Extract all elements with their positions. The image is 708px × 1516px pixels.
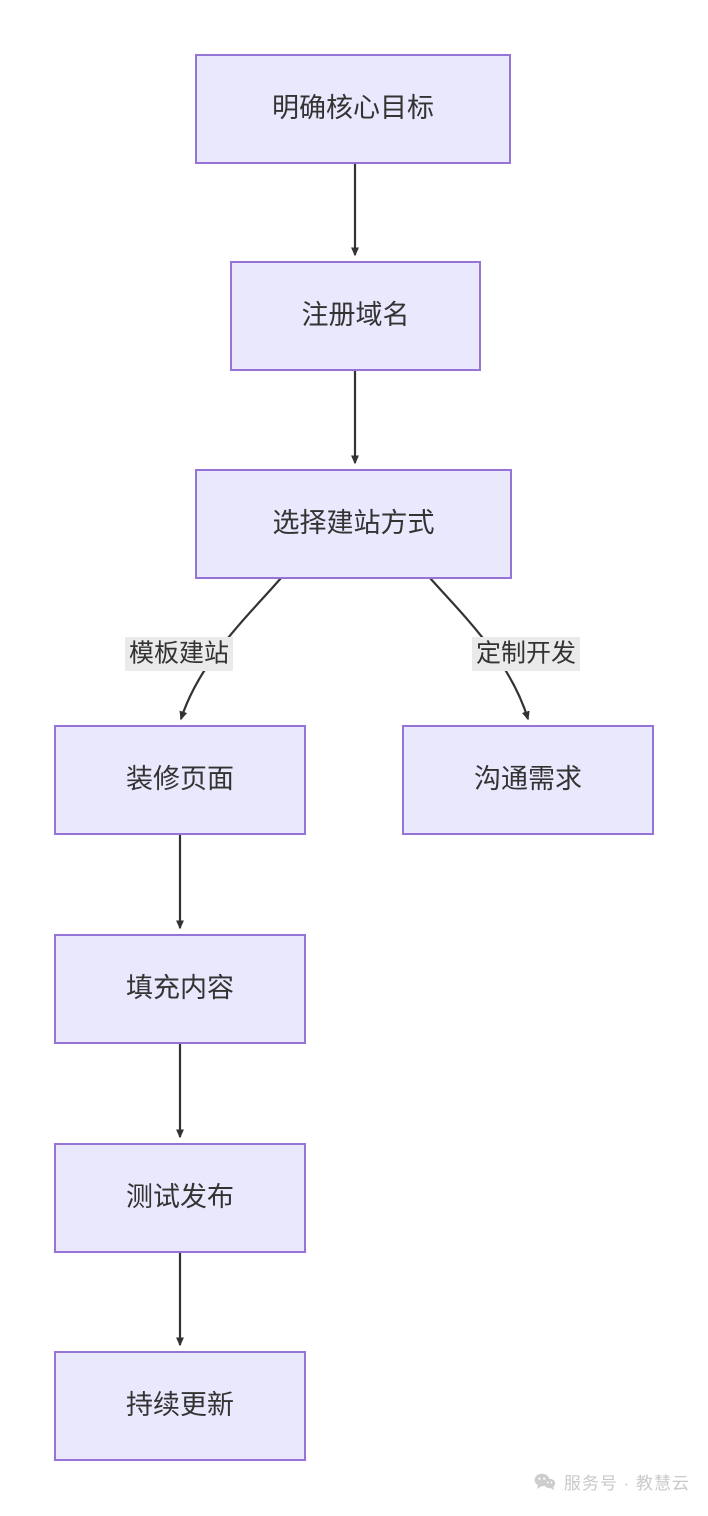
node-n3[interactable]: 选择建站方式 — [195, 469, 512, 579]
node-n5[interactable]: 沟通需求 — [402, 725, 654, 835]
watermark-text: 服务号 · 教慧云 — [563, 1474, 690, 1493]
edge-label-e4: 定制开发 — [472, 637, 580, 671]
node-box — [54, 1351, 306, 1461]
node-box — [195, 54, 511, 164]
node-n4[interactable]: 装修页面 — [54, 725, 306, 835]
node-box — [195, 469, 512, 579]
node-box — [54, 1143, 306, 1253]
edge-label-background — [472, 637, 580, 671]
edge-label-text: 模板建站 — [129, 640, 229, 668]
node-label: 测试发布 — [126, 1182, 234, 1212]
edge-label-text: 定制开发 — [476, 640, 576, 668]
node-box — [402, 725, 654, 835]
node-n6[interactable]: 填充内容 — [54, 934, 306, 1044]
node-box — [54, 725, 306, 835]
node-label: 选择建站方式 — [273, 508, 435, 538]
node-box — [230, 261, 481, 371]
node-label: 注册域名 — [302, 300, 410, 330]
node-label: 沟通需求 — [474, 764, 582, 794]
node-n2[interactable]: 注册域名 — [230, 261, 481, 371]
edge-label-e3: 模板建站 — [125, 637, 233, 671]
edge-label-background — [125, 637, 233, 671]
node-n8[interactable]: 持续更新 — [54, 1351, 306, 1461]
watermark: 服务号 · 教慧云 — [534, 1469, 690, 1494]
wechat-bubble-icon — [534, 1473, 556, 1491]
node-label: 明确核心目标 — [272, 93, 434, 123]
node-box — [54, 934, 306, 1044]
node-n1[interactable]: 明确核心目标 — [195, 54, 511, 164]
node-label: 装修页面 — [126, 764, 234, 794]
node-label: 持续更新 — [126, 1390, 234, 1420]
edge-labels-layer: 模板建站 定制开发 — [125, 637, 580, 671]
node-n7[interactable]: 测试发布 — [54, 1143, 306, 1253]
node-label: 填充内容 — [126, 973, 234, 1003]
